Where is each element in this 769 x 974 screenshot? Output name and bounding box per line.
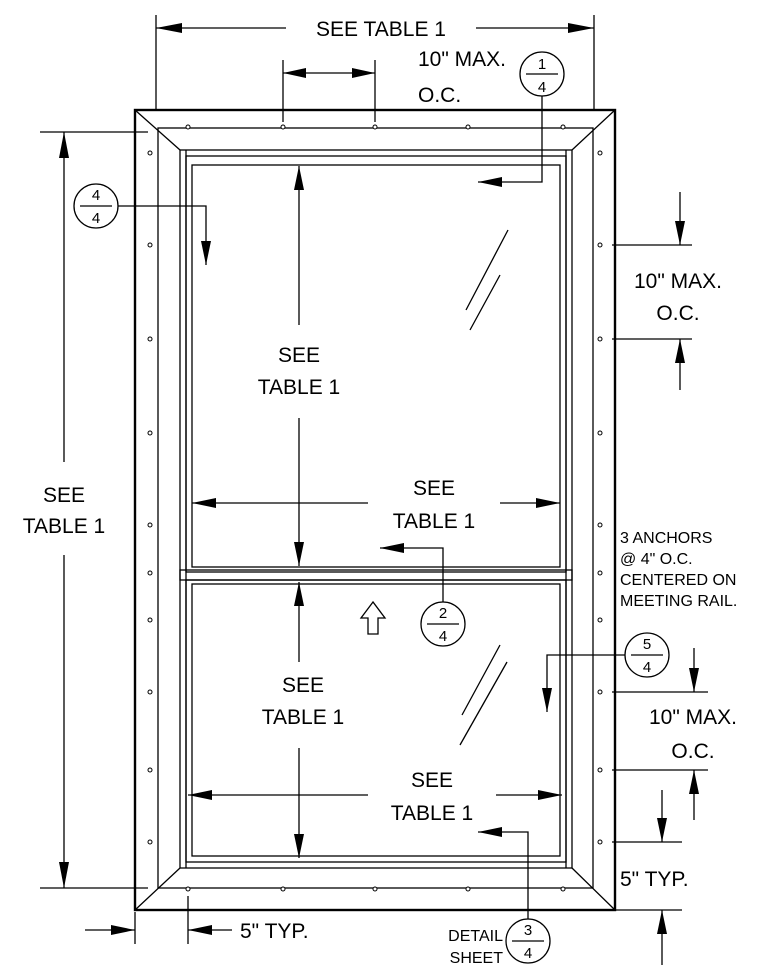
overall-height-label-line1: SEE: [43, 484, 85, 507]
upper-sash-height-dimension: SEE TABLE 1: [258, 166, 340, 566]
anchors-note-line4: MEETING RAIL.: [620, 593, 737, 610]
lower-sash-width-dimension: SEE TABLE 1: [188, 769, 562, 825]
anchors-note: 3 ANCHORS @ 4" O.C. CENTERED ON MEETING …: [620, 530, 737, 610]
overall-width-dimension: SEE TABLE 1: [155, 15, 595, 110]
top-spacing-label-line2: O.C.: [418, 84, 461, 107]
up-arrow-icon: [359, 600, 387, 635]
anchors-note-line2: @ 4" O.C.: [620, 551, 693, 568]
callout-1-detail: 1: [538, 56, 546, 73]
top-anchor-spacing-dimension: 10" MAX. O.C.: [282, 48, 506, 122]
sheet-label: SHEET: [450, 950, 504, 967]
anchors-note-line3: CENTERED ON: [620, 572, 736, 589]
overall-height-label-line2: TABLE 1: [23, 515, 105, 538]
upper-sash-width-label-line1: SEE: [413, 477, 455, 500]
callout-4-detail: 4: [92, 187, 100, 204]
lower-sash-width-label-line1: SEE: [411, 769, 453, 792]
right-spacing-label-line2: O.C.: [656, 302, 699, 325]
bottom-edge-distance-dimension: 5" TYP.: [85, 896, 309, 944]
right-lower-anchor-spacing-dimension: 10" MAX. O.C.: [612, 648, 737, 820]
callout-1-sheet: 4: [538, 79, 546, 96]
detail-callout-5: 5 4: [542, 632, 670, 712]
callout-5-sheet: 4: [643, 659, 651, 676]
right-edge-typ-label: 5" TYP.: [620, 868, 689, 891]
callout-3-sheet: 4: [524, 945, 532, 962]
window-frame: [133, 108, 617, 912]
callout-2-sheet: 4: [439, 628, 447, 645]
callout-2-detail: 2: [439, 605, 447, 622]
bottom-edge-typ-label: 5" TYP.: [240, 920, 309, 943]
right-upper-anchor-spacing-dimension: 10" MAX. O.C.: [612, 192, 722, 390]
lower-right-spacing-label-line1: 10" MAX.: [649, 706, 737, 729]
callout-5-detail: 5: [643, 636, 651, 653]
top-spacing-label-line1: 10" MAX.: [418, 48, 506, 71]
upper-sash-height-label-line1: SEE: [278, 344, 320, 367]
anchor-holes: [147, 124, 603, 892]
glass-reflection-marks: [459, 229, 509, 746]
overall-width-label: SEE TABLE 1: [316, 18, 446, 41]
upper-sash-width-label-line2: TABLE 1: [393, 510, 475, 533]
callout-4-sheet: 4: [92, 210, 100, 227]
detail-callout-1: 1 4: [478, 51, 565, 187]
lower-right-spacing-label-line2: O.C.: [671, 740, 714, 763]
detail-callout-4: 4 4: [73, 183, 211, 265]
callout-3-detail: 3: [524, 922, 532, 939]
detail-callout-2: 2 4: [380, 543, 466, 647]
right-edge-distance-dimension: 5" TYP.: [612, 790, 689, 965]
overall-height-dimension: SEE TABLE 1: [23, 131, 148, 889]
upper-sash: [185, 155, 567, 573]
lower-sash: [185, 579, 567, 863]
lower-sash-height-label-line1: SEE: [282, 674, 324, 697]
detail-label: DETAIL: [448, 928, 503, 945]
upper-sash-height-label-line2: TABLE 1: [258, 376, 340, 399]
lower-sash-height-dimension: SEE TABLE 1: [262, 582, 344, 858]
lower-sash-width-label-line2: TABLE 1: [391, 802, 473, 825]
lower-sash-height-label-line2: TABLE 1: [262, 706, 344, 729]
anchors-note-line1: 3 ANCHORS: [620, 530, 712, 547]
upper-sash-width-dimension: SEE TABLE 1: [192, 477, 560, 533]
right-spacing-label-line1: 10" MAX.: [634, 270, 722, 293]
detail-callout-3: 3 4 DETAIL SHEET: [448, 827, 551, 967]
